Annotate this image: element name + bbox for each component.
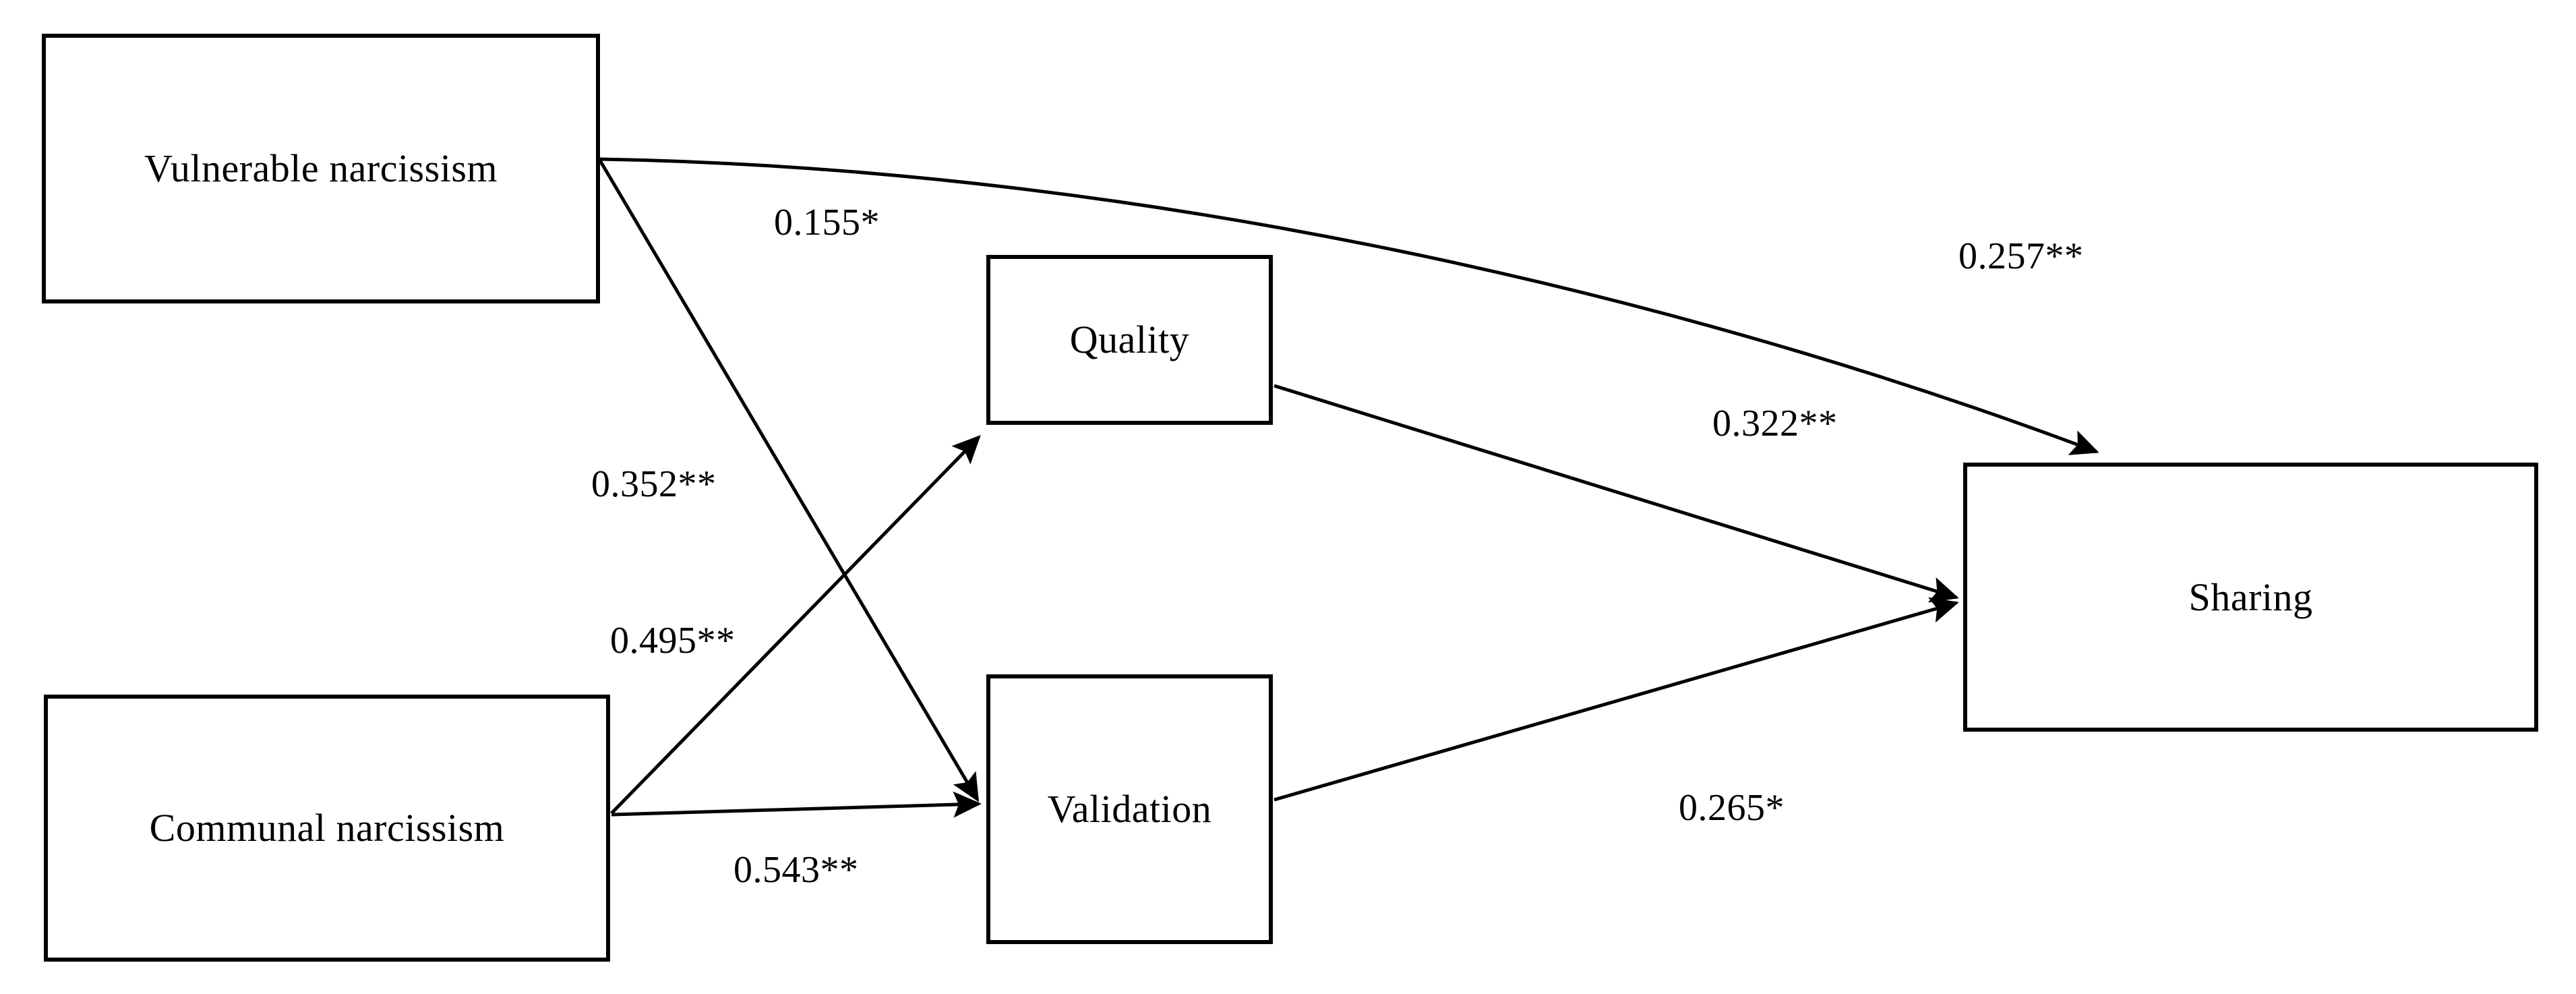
edge-validation-to-sharing bbox=[1274, 597, 1959, 802]
node-sharing[interactable]: Sharing bbox=[1963, 463, 2538, 732]
node-label-sharing: Sharing bbox=[2188, 575, 2313, 619]
edge-label-quality-to-sharing: 0.322** bbox=[1712, 403, 1838, 444]
node-label-validation: Validation bbox=[1047, 787, 1212, 831]
node-label-quality: Quality bbox=[1069, 318, 1190, 362]
edge-label-vulnerable-to-validation: 0.352** bbox=[591, 463, 717, 505]
edge-label-communal-to-quality: 0.495** bbox=[610, 620, 736, 662]
edge-label-communal-to-validation: 0.543** bbox=[733, 849, 859, 891]
node-label-vulnerable-narcissism: Vulnerable narcissism bbox=[144, 146, 498, 191]
edge-label-validation-to-sharing: 0.265* bbox=[1679, 787, 1785, 829]
edge-quality-to-sharing bbox=[1274, 384, 1959, 603]
edge-label-vulnerable-to-quality: 0.155* bbox=[774, 202, 880, 243]
edge-communal-to-validation bbox=[611, 791, 982, 818]
edge-vulnerable-to-sharing bbox=[599, 157, 2099, 455]
edge-vulnerable-to-validation bbox=[598, 159, 980, 802]
node-validation[interactable]: Validation bbox=[986, 674, 1273, 944]
edge-label-vulnerable-to-sharing: 0.257** bbox=[1958, 235, 2084, 277]
node-vulnerable-narcissism[interactable]: Vulnerable narcissism bbox=[42, 34, 600, 303]
edge-communal-to-quality bbox=[610, 435, 981, 815]
node-quality[interactable]: Quality bbox=[986, 255, 1273, 425]
node-communal-narcissism[interactable]: Communal narcissism bbox=[44, 695, 610, 962]
node-label-communal-narcissism: Communal narcissism bbox=[149, 806, 505, 850]
